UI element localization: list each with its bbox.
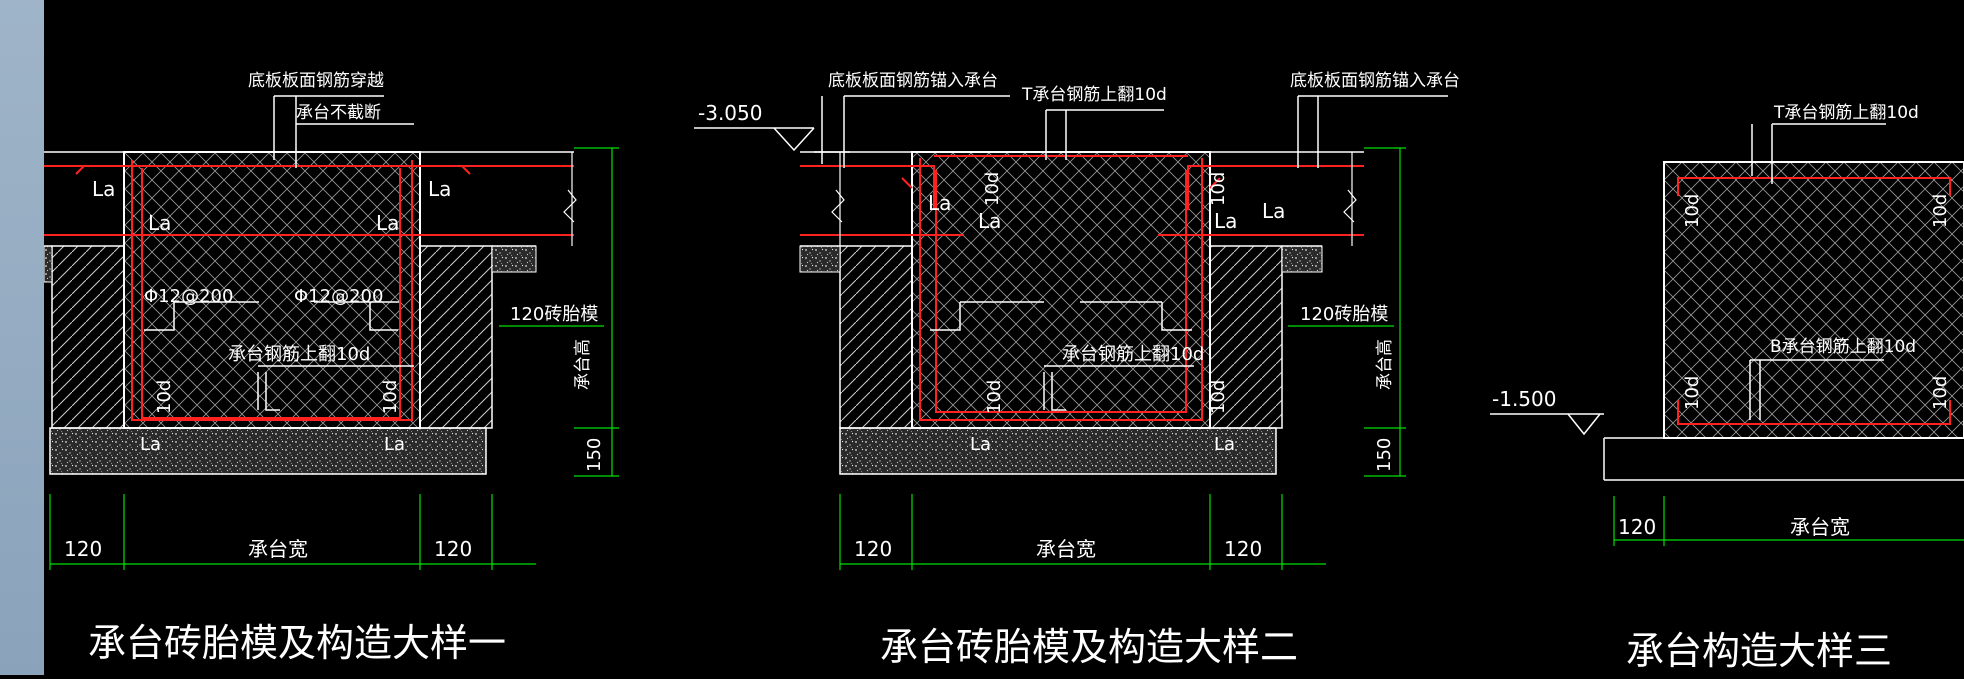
pile-cap-1 <box>123 151 421 429</box>
d1-la: La <box>376 211 399 235</box>
d2-ten-d: 10d <box>982 172 1003 206</box>
d1-dim-right: 120 <box>434 537 472 561</box>
d3-title: 承台构造大样三 <box>1626 629 1892 673</box>
sidebar-strip <box>0 0 44 675</box>
d2-la: La <box>978 209 1001 233</box>
d1-rebar-right: Φ12@200 <box>294 286 383 307</box>
d2-elevation: -3.050 <box>698 101 762 125</box>
d2-la: La <box>1214 434 1235 455</box>
d2-dim-right: 120 <box>1224 537 1262 561</box>
brick-cap-right-1 <box>491 245 537 273</box>
d1-dim-mid: 承台宽 <box>248 537 308 561</box>
brick-mold-left-2 <box>839 245 913 429</box>
d2-la: La <box>1262 199 1285 223</box>
d3-ten-d: 10d <box>1930 194 1951 228</box>
d2-dim-150: 150 <box>1374 438 1395 472</box>
drawing-svg: 底板板面钢筋穿越 承台不截断 La La La La Φ12@200 Φ12@2… <box>43 71 1964 673</box>
d1-title: 承台砖胎模及构造大样一 <box>88 621 506 665</box>
d1-dim-left: 120 <box>64 537 102 561</box>
d3-note-bottom: B承台钢筋上翻10d <box>1770 337 1916 357</box>
d3-dim-mid: 承台宽 <box>1790 515 1850 539</box>
d2-note-right: 底板板面钢筋锚入承台 <box>1290 71 1460 91</box>
pile-cap-2 <box>911 151 1211 429</box>
d1-brick-mold: 120砖胎模 <box>510 304 598 325</box>
brick-cap-left-2 <box>799 245 841 273</box>
d2-note-left: 底板板面钢筋锚入承台 <box>828 71 998 91</box>
d2-height-label: 承台高 <box>1375 339 1395 390</box>
d1-note-top2: 承台不截断 <box>296 103 381 123</box>
d2-note-bottom: 承台钢筋上翻10d <box>1062 344 1204 365</box>
d1-la: La <box>428 177 451 201</box>
d2-ten-d: 10d <box>1208 172 1229 206</box>
d3-dim-left: 120 <box>1618 515 1656 539</box>
detail-2: -3.050 底板板面钢筋锚入承台 T承台钢筋上翻10d 底板板面钢筋锚入承台 … <box>694 71 1460 669</box>
d2-note-mid: T承台钢筋上翻10d <box>1021 85 1167 105</box>
d1-la: La <box>140 434 161 455</box>
d2-dim-mid: 承台宽 <box>1036 537 1096 561</box>
d2-title: 承台砖胎模及构造大样二 <box>880 625 1298 669</box>
d3-note-top: T承台钢筋上翻10d <box>1773 103 1919 123</box>
d2-ten-d: 10d <box>1208 380 1229 414</box>
d3-elevation: -1.500 <box>1492 387 1556 411</box>
d3-ten-d: 10d <box>1930 376 1951 410</box>
d2-la: La <box>928 191 951 215</box>
d1-height-label: 承台高 <box>573 339 593 390</box>
d1-note-bottom: 承台钢筋上翻10d <box>228 344 370 365</box>
d2-la: La <box>1214 209 1237 233</box>
gravel-bed-1 <box>49 427 487 475</box>
d1-ten-d: 10d <box>154 380 175 414</box>
d1-note-top: 底板板面钢筋穿越 <box>248 71 384 91</box>
d2-brick-mold: 120砖胎模 <box>1300 304 1388 325</box>
brick-cap-left-1 <box>43 245 53 283</box>
d1-dim-150: 150 <box>584 438 605 472</box>
d2-la: La <box>970 434 991 455</box>
d1-ten-d: 10d <box>380 380 401 414</box>
d1-rebar-left: Φ12@200 <box>144 286 233 307</box>
d1-la: La <box>384 434 405 455</box>
d1-la: La <box>148 211 171 235</box>
d2-dim-left: 120 <box>854 537 892 561</box>
pile-cap-3 <box>1663 161 1964 439</box>
cad-canvas[interactable]: 底板板面钢筋穿越 承台不截断 La La La La Φ12@200 Φ12@2… <box>43 0 1964 675</box>
d3-ten-d: 10d <box>1682 376 1703 410</box>
brick-mold-right-1 <box>419 245 493 429</box>
d3-ten-d: 10d <box>1682 194 1703 228</box>
brick-cap-right-2 <box>1281 245 1323 273</box>
brick-mold-left-1 <box>51 245 125 429</box>
gravel-bed-2 <box>839 427 1277 475</box>
d1-la: La <box>92 177 115 201</box>
brick-mold-right-2 <box>1209 245 1283 429</box>
d2-ten-d: 10d <box>984 380 1005 414</box>
detail-1: 底板板面钢筋穿越 承台不截断 La La La La Φ12@200 Φ12@2… <box>43 71 619 665</box>
detail-3: T承台钢筋上翻10d 10d 10d B承台钢筋上翻10d 10d 10d -1… <box>1490 103 1964 673</box>
